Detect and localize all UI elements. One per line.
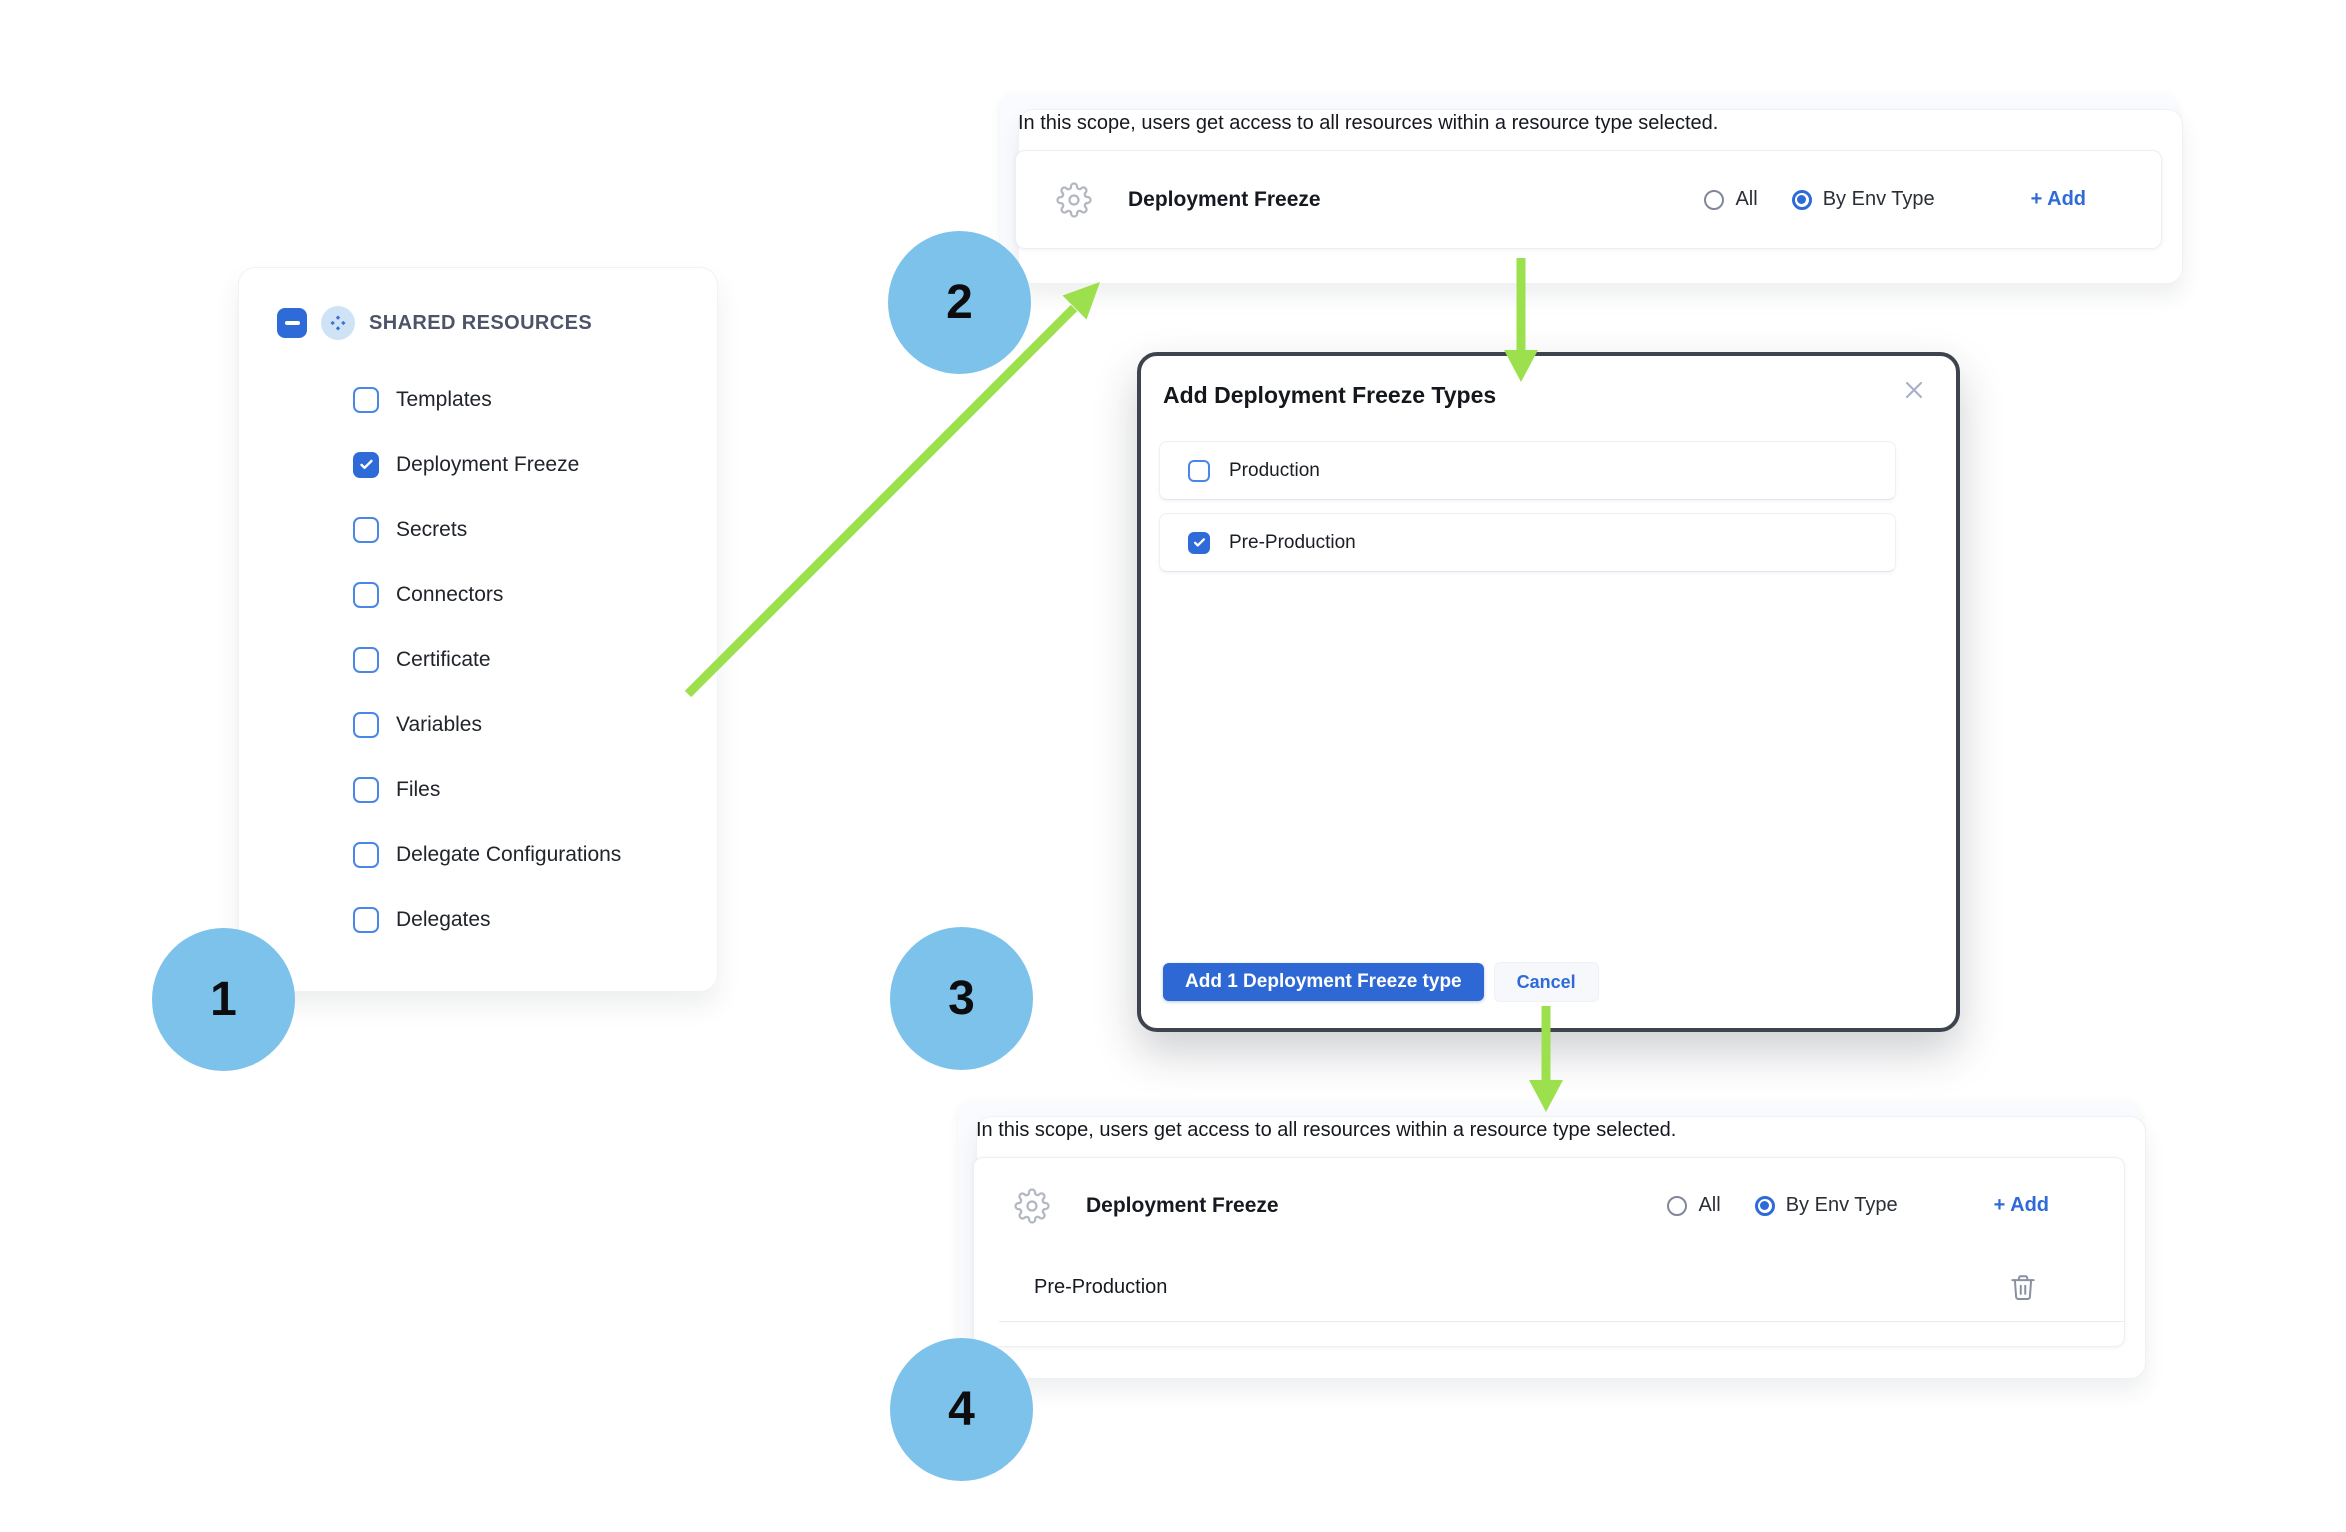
arrow-panel-to-top: [684, 282, 1100, 698]
row-divider: [999, 1321, 2124, 1322]
add-link[interactable]: + Add: [2030, 188, 2086, 210]
resource-item-label: Connectors: [396, 582, 504, 606]
gear-icon: [1056, 181, 1092, 218]
add-deployment-freeze-types-modal: Add Deployment Freeze Types Production P…: [1137, 352, 1960, 1032]
variables-checkbox[interactable]: [353, 711, 379, 738]
resource-item-connectors: Connectors: [353, 562, 695, 627]
resource-item-secrets: Secrets: [353, 497, 695, 562]
delegates-checkbox[interactable]: [353, 906, 379, 933]
trash-icon[interactable]: [2008, 1272, 2038, 1302]
secrets-checkbox[interactable]: [353, 516, 379, 543]
deployment-freeze-row: Deployment Freeze All By Env Type + Add: [1016, 151, 2161, 248]
group-checkbox-indeterminate[interactable]: [277, 308, 307, 338]
modal-footer: Add 1 Deployment Freeze type Cancel: [1163, 962, 1599, 1002]
minus-icon: [284, 321, 300, 325]
resource-item-label: Variables: [396, 712, 482, 736]
resource-type-label: Deployment Freeze: [1086, 1193, 1279, 1217]
all-radio[interactable]: [1667, 1195, 1688, 1216]
shared-resources-panel: SHARED RESOURCES Templates Deployment Fr…: [238, 267, 718, 992]
step-number: 2: [946, 276, 973, 329]
resource-item-files: Files: [353, 757, 695, 822]
scope-radio-group: All By Env Type: [1704, 188, 1935, 211]
step-badge-2: 2: [888, 231, 1031, 374]
resource-item-label: Templates: [396, 387, 492, 411]
freeze-type-row-production[interactable]: Production: [1159, 441, 1896, 500]
templates-checkbox[interactable]: [353, 386, 379, 413]
deployment-freeze-checkbox[interactable]: [353, 451, 379, 478]
selected-type-row: Pre-Production: [974, 1253, 2124, 1321]
radio-label: By Env Type: [1785, 1194, 1898, 1216]
resource-item-label: Certificate: [396, 647, 491, 671]
by-env-type-radio[interactable]: [1791, 189, 1812, 210]
scope-radio-group: All By Env Type: [1667, 1194, 1898, 1217]
step-badge-4: 4: [890, 1338, 1033, 1481]
resource-type-label: Deployment Freeze: [1128, 187, 1321, 211]
add-freeze-type-button[interactable]: Add 1 Deployment Freeze type: [1163, 963, 1484, 1001]
by-env-type-radio[interactable]: [1754, 1195, 1775, 1216]
freeze-type-label: Pre-Production: [1229, 531, 1356, 553]
resource-item-label: Delegate Configurations: [396, 842, 622, 866]
step-badge-1: 1: [152, 928, 295, 1071]
resource-item-label: Deployment Freeze: [396, 452, 580, 476]
files-checkbox[interactable]: [353, 776, 379, 803]
step-number: 4: [948, 1383, 975, 1436]
resource-type-card: Deployment Freeze All By Env Type + Add: [1015, 150, 2162, 249]
shared-resources-header: SHARED RESOURCES: [277, 305, 695, 341]
connectors-checkbox[interactable]: [353, 581, 379, 608]
resource-item-variables: Variables: [353, 692, 695, 757]
certificate-checkbox[interactable]: [353, 646, 379, 673]
resource-item-label: Secrets: [396, 517, 468, 541]
scope-description: In this scope, users get access to all r…: [976, 1119, 1677, 1141]
step-number: 3: [948, 972, 975, 1025]
resource-item-delegate-configurations: Delegate Configurations: [353, 822, 695, 887]
scope-panel-bottom: In this scope, users get access to all r…: [958, 1102, 2146, 1379]
freeze-type-row-pre-production[interactable]: Pre-Production: [1159, 513, 1896, 572]
step-number: 1: [210, 973, 237, 1026]
radio-option-by-env-type[interactable]: By Env Type: [1791, 188, 1935, 211]
resource-item-label: Files: [396, 777, 441, 801]
step-badge-3: 3: [890, 927, 1033, 1070]
resource-item-deployment-freeze: Deployment Freeze: [353, 432, 695, 497]
resource-item-delegates: Delegates: [353, 887, 695, 952]
radio-option-all[interactable]: All: [1704, 188, 1758, 211]
shared-resources-icon: [321, 306, 355, 340]
cancel-button[interactable]: Cancel: [1493, 962, 1599, 1002]
delegate-configurations-checkbox[interactable]: [353, 841, 379, 868]
close-icon[interactable]: [1900, 376, 1928, 404]
deployment-freeze-row: Deployment Freeze All By Env Type + Add: [974, 1158, 2124, 1253]
group-label: SHARED RESOURCES: [369, 311, 593, 334]
resource-item-label: Delegates: [396, 907, 491, 931]
resource-list: Templates Deployment Freeze Secrets Conn…: [353, 367, 695, 952]
add-link[interactable]: + Add: [1993, 1194, 2049, 1216]
gear-icon: [1014, 1187, 1050, 1224]
scope-description: In this scope, users get access to all r…: [1018, 112, 1719, 134]
radio-option-by-env-type[interactable]: By Env Type: [1754, 1194, 1898, 1217]
freeze-type-label: Production: [1229, 459, 1320, 481]
selected-type-label: Pre-Production: [1034, 1275, 1168, 1298]
freeze-type-list: Production Pre-Production: [1159, 441, 1896, 572]
radio-label: All: [1735, 188, 1758, 210]
resource-item-certificate: Certificate: [353, 627, 695, 692]
scope-panel-top: In this scope, users get access to all r…: [1000, 95, 2183, 284]
radio-label: By Env Type: [1822, 188, 1935, 210]
radio-label: All: [1698, 1194, 1721, 1216]
all-radio[interactable]: [1704, 189, 1725, 210]
radio-option-all[interactable]: All: [1667, 1194, 1721, 1217]
resource-item-templates: Templates: [353, 367, 695, 432]
production-checkbox[interactable]: [1188, 459, 1210, 482]
resource-type-card: Deployment Freeze All By Env Type + Add …: [973, 1157, 2125, 1347]
pre-production-checkbox[interactable]: [1188, 531, 1210, 554]
modal-title: Add Deployment Freeze Types: [1163, 382, 1497, 408]
